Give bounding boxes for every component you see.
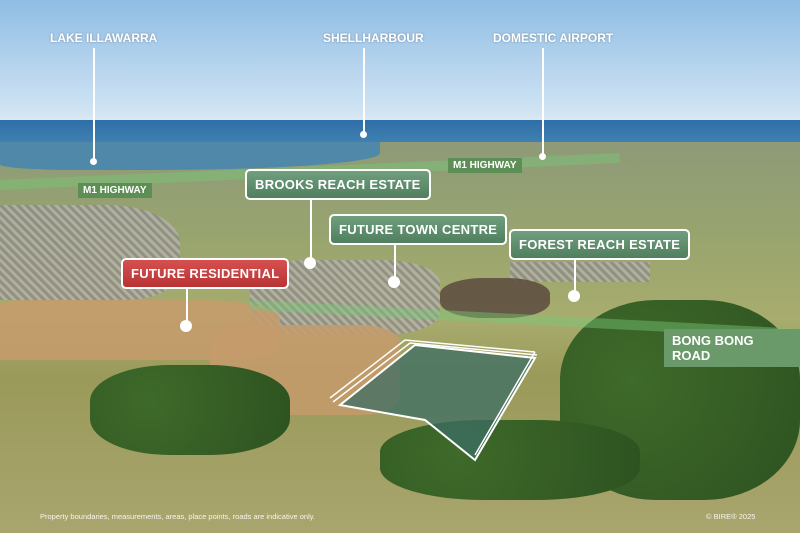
tree-cover bbox=[380, 420, 640, 500]
future-town-centre-callout: FUTURE TOWN CENTRE bbox=[329, 214, 508, 245]
brooks-reach-estate-callout: BROOKS REACH ESTATE bbox=[245, 169, 431, 200]
place-point bbox=[568, 290, 580, 302]
quarry bbox=[440, 278, 550, 318]
pointer-line bbox=[542, 48, 544, 156]
pointer-line bbox=[363, 48, 365, 133]
sky bbox=[0, 0, 800, 122]
place-point bbox=[180, 320, 192, 332]
shellharbour-label: SHELLHARBOUR bbox=[323, 31, 424, 45]
place-point bbox=[304, 257, 316, 269]
place-point bbox=[360, 131, 367, 138]
ocean bbox=[0, 120, 800, 142]
tree-cover bbox=[90, 365, 290, 455]
pointer-line bbox=[93, 48, 95, 160]
forest-reach-area bbox=[510, 262, 650, 282]
m1-highway-label: M1 HIGHWAY bbox=[448, 158, 522, 173]
place-point bbox=[388, 276, 400, 288]
m1-highway-label: M1 HIGHWAY bbox=[78, 183, 152, 198]
disclaimer: Property boundaries, measurements, areas… bbox=[40, 512, 316, 521]
lake-illawarra-label: LAKE ILLAWARRA bbox=[50, 31, 158, 45]
pointer-line bbox=[574, 258, 576, 292]
pointer-line bbox=[394, 243, 396, 279]
copyright: © BIRE® 2025 bbox=[706, 512, 756, 521]
place-point bbox=[90, 158, 97, 165]
bong-bong-road-label: BONG BONG ROAD bbox=[664, 329, 800, 367]
future-residential-callout: FUTURE RESIDENTIAL bbox=[121, 258, 290, 289]
forest-reach-estate-callout: FOREST REACH ESTATE bbox=[509, 229, 691, 260]
pointer-line bbox=[186, 287, 188, 323]
domestic-airport-label: DOMESTIC AIRPORT bbox=[493, 31, 614, 45]
place-point bbox=[539, 153, 546, 160]
pointer-line bbox=[310, 198, 312, 260]
